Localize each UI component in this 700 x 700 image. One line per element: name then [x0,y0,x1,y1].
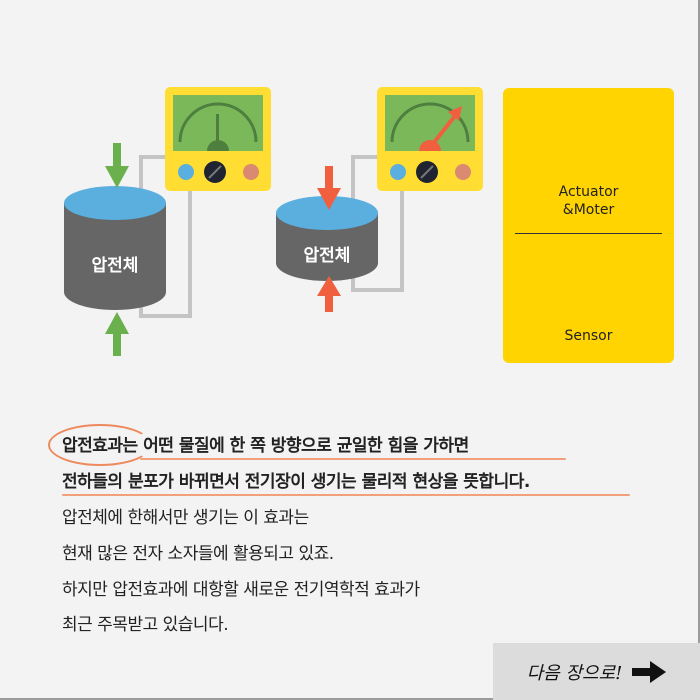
underline-1 [140,458,566,460]
text-line5: 하지만 압전효과에 대항할 새로운 전기역학적 효과가 [62,580,420,600]
right-meter [377,87,483,191]
underline-2 [62,494,630,496]
highlight-circle [48,424,152,466]
text-line3: 압전체에 한해서만 생기는 이 효과는 [62,508,309,528]
actuator-label-line1: Actuator [558,184,619,200]
arrow-right-icon [632,660,667,683]
next-page-label: 다음 장으로! [526,662,623,684]
left-cylinder-label: 압전체 [91,256,139,276]
next-page-button[interactable]: 다음 장으로! [493,643,700,700]
left-meter [165,87,271,191]
text-line6: 최근 주목받고 있습니다. [62,615,229,635]
left-cylinder [64,186,166,310]
sensor-label: Sensor [564,328,613,344]
applications-panel: Actuator &Moter Sensor [503,88,674,363]
right-cylinder [276,196,378,281]
text-line4: 현재 많은 전자 소자들에 활용되고 있죠. [62,544,334,564]
right-wires [351,155,404,292]
green-arrow-down-icon [105,143,129,188]
green-arrow-up-icon [105,312,129,356]
red-arrow-down-icon [317,166,341,210]
red-arrow-up-icon [317,276,341,312]
panel-divider [515,233,662,234]
text-bold-line2: 전하들의 분포가 바뀌면서 전기장이 생기는 물리적 현상을 뜻합니다. [62,472,530,492]
right-cylinder-label: 압전체 [303,246,351,266]
text-bold-line1: 압전효과는 어떤 물질에 한 쪽 방향으로 균일한 힘을 가하면 [62,436,469,456]
actuator-label-line2: &Moter [562,202,615,218]
